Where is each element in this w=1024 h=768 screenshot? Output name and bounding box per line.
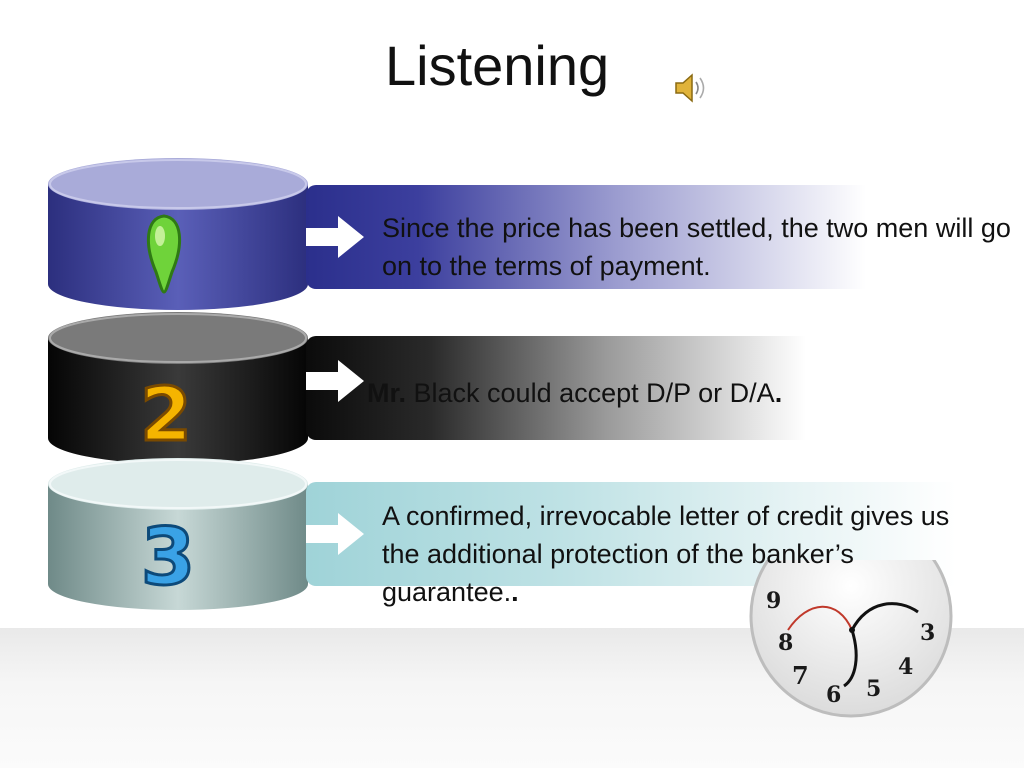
banner-2 bbox=[306, 336, 806, 440]
item-3-body: A confirmed, irrevocable letter of credi… bbox=[382, 501, 950, 607]
svg-text:2: 2 bbox=[140, 376, 192, 448]
svg-text:4: 4 bbox=[898, 654, 913, 680]
item-3-suffix: . bbox=[511, 577, 519, 607]
slide-title: Listening bbox=[385, 34, 610, 97]
item-2-suffix: . bbox=[774, 378, 783, 408]
item-2-prefix: Mr. bbox=[367, 378, 407, 408]
svg-text:9: 9 bbox=[766, 588, 781, 614]
cylinder-2 bbox=[48, 312, 308, 464]
melting-clock-icon: 9 8 7 6 5 4 3 bbox=[749, 560, 953, 718]
arrow-right-icon bbox=[306, 216, 364, 258]
arrow-right-icon bbox=[306, 360, 364, 402]
svg-text:3: 3 bbox=[141, 516, 195, 592]
number-3-icon: 3 bbox=[140, 516, 196, 592]
item-2-body: Black could accept D/P or D/A bbox=[406, 378, 775, 408]
banner-1 bbox=[306, 185, 866, 289]
speaker-icon[interactable] bbox=[672, 70, 708, 106]
item-3-text: A confirmed, irrevocable letter of credi… bbox=[382, 497, 992, 611]
svg-text:5: 5 bbox=[866, 676, 881, 702]
svg-text:6: 6 bbox=[826, 682, 841, 708]
number-2-icon: 2 bbox=[140, 376, 192, 448]
item-1-text: Since the price has been settled, the tw… bbox=[382, 213, 1011, 281]
svg-text:8: 8 bbox=[778, 630, 793, 656]
svg-text:7: 7 bbox=[792, 661, 809, 690]
green-oval-icon bbox=[146, 214, 182, 294]
cylinder-3 bbox=[48, 458, 308, 610]
arrow-right-icon bbox=[306, 513, 364, 555]
svg-text:3: 3 bbox=[920, 620, 935, 646]
item-2-text: Mr. Black could accept D/P or D/A. bbox=[367, 374, 967, 412]
